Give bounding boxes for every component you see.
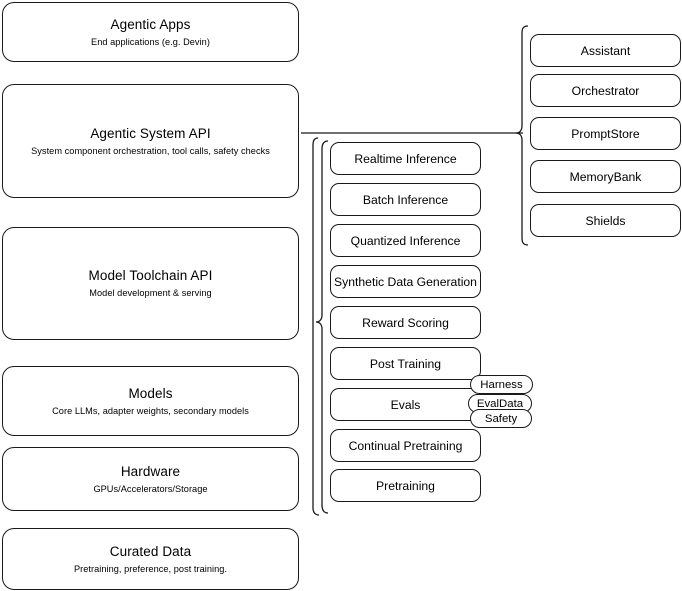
middle-brace	[315, 140, 329, 514]
layer-subtitle: Core LLMs, adapter weights, secondary mo…	[52, 405, 249, 416]
layer-title: Agentic Apps	[110, 16, 191, 32]
system-item-memorybank[interactable]: MemoryBank	[530, 160, 681, 193]
layer-box-agentic-system-api[interactable]: Agentic System API System component orch…	[2, 84, 299, 198]
connector-toolchain-stem	[312, 137, 320, 516]
layer-title: Model Toolchain API	[88, 268, 213, 283]
layer-title: Hardware	[120, 463, 181, 479]
layer-box-agentic-apps[interactable]: Agentic Apps End applications (e.g. Devi…	[2, 2, 299, 62]
toolchain-item-reward-scoring[interactable]: Reward Scoring	[330, 306, 481, 339]
layer-title: Agentic System API	[90, 125, 211, 141]
toolchain-item-quantized-inference[interactable]: Quantized Inference	[330, 224, 481, 257]
system-item-shields[interactable]: Shields	[530, 204, 681, 237]
toolchain-item-evals[interactable]: Evals	[330, 388, 481, 421]
layer-subtitle: Pretraining, preference, post training.	[73, 563, 228, 574]
layer-box-models[interactable]: Models Core LLMs, adapter weights, secon…	[2, 366, 299, 436]
eval-pill-safety[interactable]: Safety	[470, 409, 532, 428]
system-item-assistant[interactable]: Assistant	[530, 34, 681, 67]
layer-subtitle: GPUs/Accelerators/Storage	[93, 483, 208, 494]
layer-subtitle: End applications (e.g. Devin)	[91, 36, 210, 47]
right-brace	[515, 25, 529, 246]
system-item-orchestrator[interactable]: Orchestrator	[530, 74, 681, 107]
layer-box-model-toolchain-api[interactable]: Model Toolchain API Model development & …	[2, 227, 299, 340]
layer-title: Models	[128, 385, 173, 401]
layer-subtitle: Model development & serving	[89, 288, 212, 298]
toolchain-item-batch-inference[interactable]: Batch Inference	[330, 183, 481, 216]
toolchain-item-realtime-inference[interactable]: Realtime Inference	[330, 142, 481, 175]
layer-box-curated-data[interactable]: Curated Data Pretraining, preference, po…	[2, 528, 299, 590]
system-item-promptstore[interactable]: PromptStore	[530, 117, 681, 150]
layer-box-hardware[interactable]: Hardware GPUs/Accelerators/Storage	[2, 447, 299, 511]
toolchain-item-continual-pretraining[interactable]: Continual Pretraining	[330, 429, 481, 462]
eval-pill-harness[interactable]: Harness	[470, 375, 533, 394]
toolchain-item-synthetic-data-generation[interactable]: Synthetic Data Generation	[330, 265, 481, 298]
toolchain-item-pretraining[interactable]: Pretraining	[330, 469, 481, 502]
layer-title: Curated Data	[109, 543, 192, 559]
layer-subtitle: System component orchestration, tool cal…	[31, 145, 270, 156]
toolchain-item-post-training[interactable]: Post Training	[330, 347, 481, 380]
